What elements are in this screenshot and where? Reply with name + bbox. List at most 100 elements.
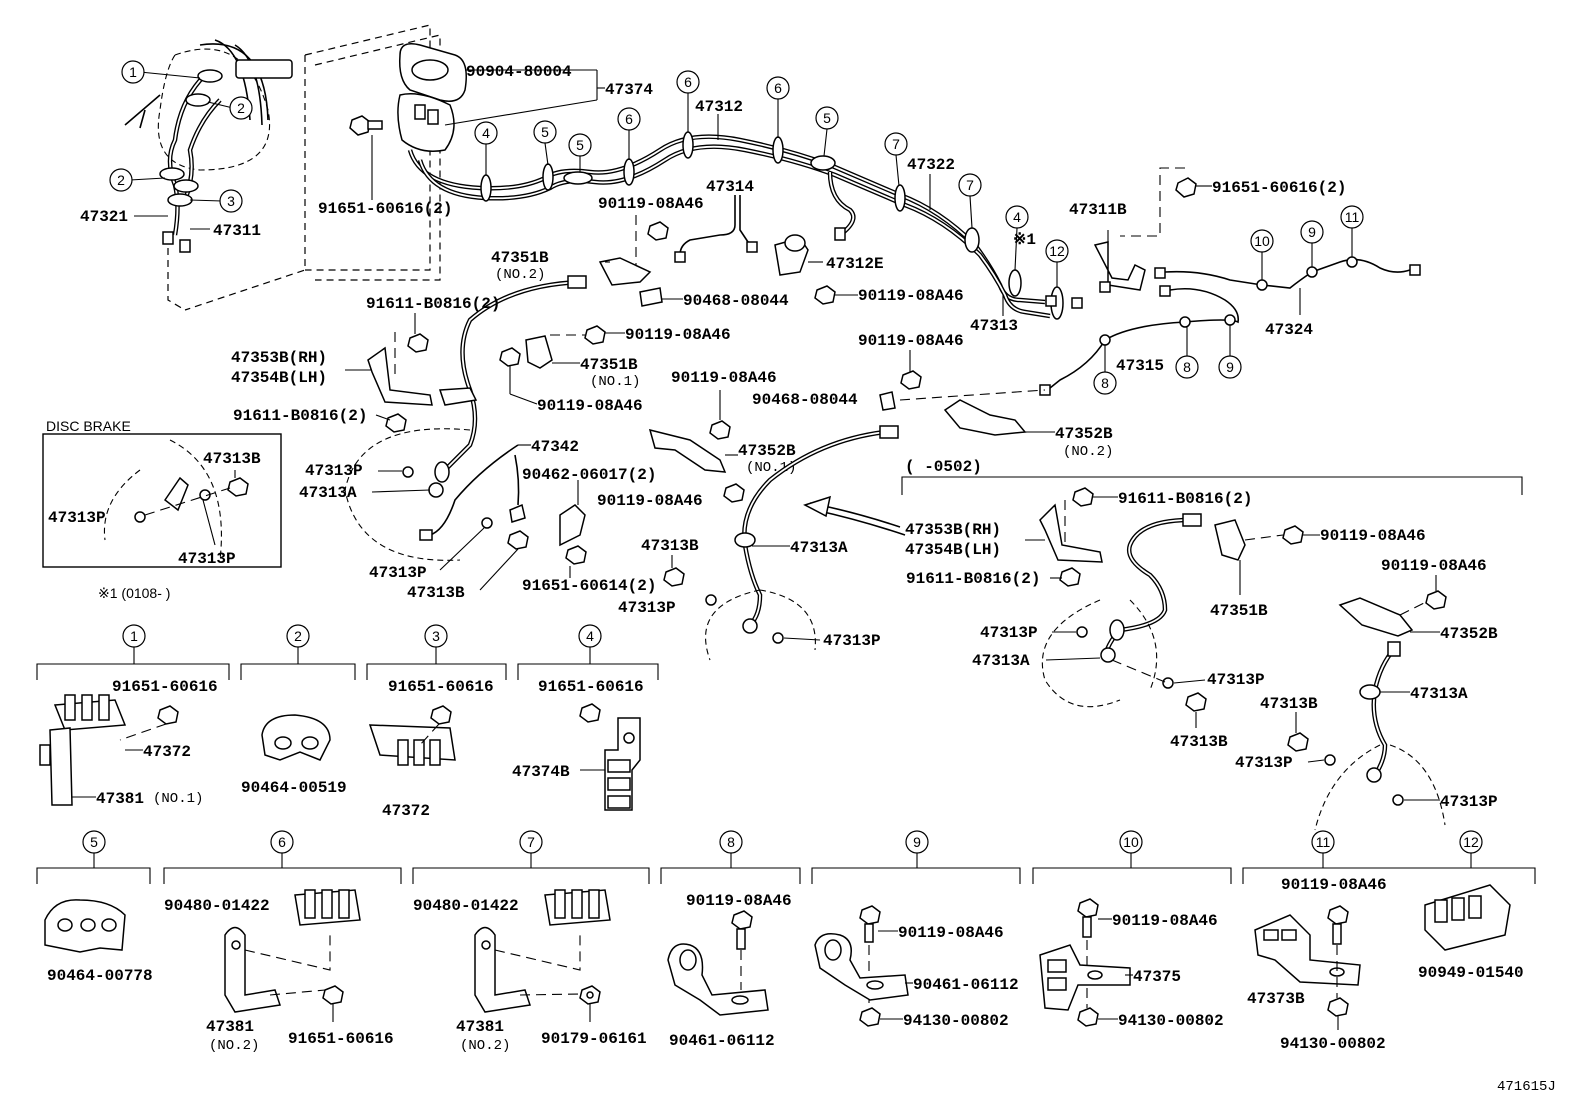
label-47354B-lh-b: 47354B(LH) (905, 541, 1001, 559)
svg-text:6: 6 (278, 834, 286, 850)
svg-text:6: 6 (774, 80, 782, 96)
label-47322: 47322 (907, 156, 955, 174)
svg-text:9: 9 (1226, 359, 1234, 375)
detail9-bolt: 90119-08A46 (898, 924, 1004, 942)
svg-text:1: 1 (129, 64, 137, 80)
pipe-47312 (407, 131, 1083, 320)
hose-front-left (344, 275, 587, 561)
label-47313P-inset-a: 47313P (48, 509, 106, 527)
callout-3 (219, 189, 243, 213)
rear-right-assembly (1039, 487, 1320, 712)
svg-text:12: 12 (1463, 834, 1479, 850)
label-47351B-no2: 47351B (491, 249, 549, 267)
detail8-bolt: 90119-08A46 (686, 892, 792, 910)
label-47311: 47311 (213, 222, 261, 240)
svg-text:12: 12 (1049, 243, 1065, 259)
detail-1: 1 (36, 624, 230, 806)
bracket-47312E (774, 234, 858, 305)
detail10-nut: 94130-00802 (1118, 1012, 1224, 1030)
label-47311B: 47311B (1069, 201, 1127, 219)
inset-note: ※1 (0108- ) (98, 585, 170, 601)
pipe-47324: 10 9 11 (1164, 205, 1421, 315)
label-90119-08A46-h: 90119-08A46 (1320, 527, 1426, 545)
svg-text:4: 4 (482, 125, 490, 141)
label-47313A-c: 47313A (972, 652, 1030, 670)
clip-90468-a (639, 287, 683, 307)
svg-text:10: 10 (1123, 834, 1139, 850)
detail4-bolt: 91651-60616 (538, 678, 644, 696)
bolt-91651-right (1120, 167, 1212, 237)
detail7-part1: 47381 (456, 1018, 504, 1036)
bolt-top (349, 115, 383, 200)
rear-left-assembly (1287, 575, 1447, 831)
diagram-id: 471615J (1497, 1079, 1556, 1095)
label-47313P-inset-b: 47313P (178, 550, 236, 568)
label-47374: 47374 (605, 81, 653, 99)
svg-text:5: 5 (823, 110, 831, 126)
label-47313B-a: 47313B (407, 584, 465, 602)
callout-1 (121, 60, 145, 84)
detail-5: 5 (36, 830, 151, 953)
label-90119-08A46-d: 90119-08A46 (537, 397, 643, 415)
svg-text:11: 11 (1316, 834, 1331, 850)
bracket-47351B-no1 (499, 325, 625, 405)
label-47352B-no2: 47352B (1055, 425, 1113, 443)
label-47353B-rh: 47353B(RH) (231, 349, 327, 367)
label-47351B-no1: 47351B (580, 356, 638, 374)
svg-text:5: 5 (541, 124, 549, 140)
svg-text:8: 8 (1101, 375, 1109, 391)
svg-text:2: 2 (117, 172, 125, 188)
svg-text:6: 6 (625, 111, 633, 127)
range-label: ( -0502) (905, 458, 982, 476)
detail-12: 12 (1424, 830, 1511, 951)
svg-text:7: 7 (527, 834, 535, 850)
detail-8: 8 (660, 830, 801, 1016)
bracket-47311B (1093, 230, 1171, 297)
caliper-bolts-left (439, 517, 529, 591)
label-47313P-c: 47313P (618, 599, 676, 617)
brake-booster (124, 39, 293, 253)
svg-text:8: 8 (1183, 359, 1191, 375)
range-bracket (901, 476, 1523, 495)
label-47313P-e: 47313P (980, 624, 1038, 642)
detail1-no1: (NO.1) (153, 791, 203, 807)
detail10-bolt: 90119-08A46 (1112, 912, 1218, 930)
label-47313B-inset: 47313B (203, 450, 261, 468)
label-47353B-rh-b: 47353B(RH) (905, 521, 1001, 539)
detail3-bolt: 91651-60616 (388, 678, 494, 696)
detail7-nut: 90179-06161 (541, 1030, 647, 1048)
callout-2b (109, 168, 133, 192)
bracket-47352B-no2 (899, 389, 1055, 436)
label-47313B-c: 47313B (1170, 733, 1228, 751)
svg-text:7: 7 (966, 177, 974, 193)
label-47351B-c: 47351B (1210, 602, 1268, 620)
label-47313P-a: 47313P (305, 462, 363, 480)
detail-10: 10 (1032, 830, 1232, 1027)
harness-47342 (419, 444, 531, 541)
label-90119-08A46-c: 90119-08A46 (625, 326, 731, 344)
detail7-clip: 90480-01422 (413, 897, 519, 915)
bracket-47352B-no1 (648, 420, 738, 473)
note-no2-b: (NO.2) (1063, 444, 1113, 460)
label-91651-60616-2-a: 91651-60616(2) (318, 200, 452, 218)
svg-text:8: 8 (727, 834, 735, 850)
detail1-part2: 47381 (96, 790, 144, 808)
label-47321: 47321 (80, 208, 128, 226)
label-90119-08A46-f: 90119-08A46 (858, 332, 964, 350)
detail6-clip: 90480-01422 (164, 897, 270, 915)
svg-text:7: 7 (892, 136, 900, 152)
label-90468-08044-a: 90468-08044 (683, 292, 789, 310)
label-47352B-no1: 47352B (738, 442, 796, 460)
svg-text:2: 2 (237, 100, 245, 116)
label-47313B-d: 47313B (1260, 695, 1318, 713)
label-47313B-b: 47313B (641, 537, 699, 555)
label-47313: 47313 (970, 317, 1018, 335)
label-47352B-c: 47352B (1440, 625, 1498, 643)
svg-text:4: 4 (1013, 209, 1021, 225)
washer-47313P-a (402, 466, 414, 478)
label-47313A-b: 47313A (790, 539, 848, 557)
clip-90462 (559, 480, 587, 578)
label-90119-08A46-e: 90119-08A46 (671, 369, 777, 387)
detail2-part1: 90464-00519 (241, 779, 347, 797)
